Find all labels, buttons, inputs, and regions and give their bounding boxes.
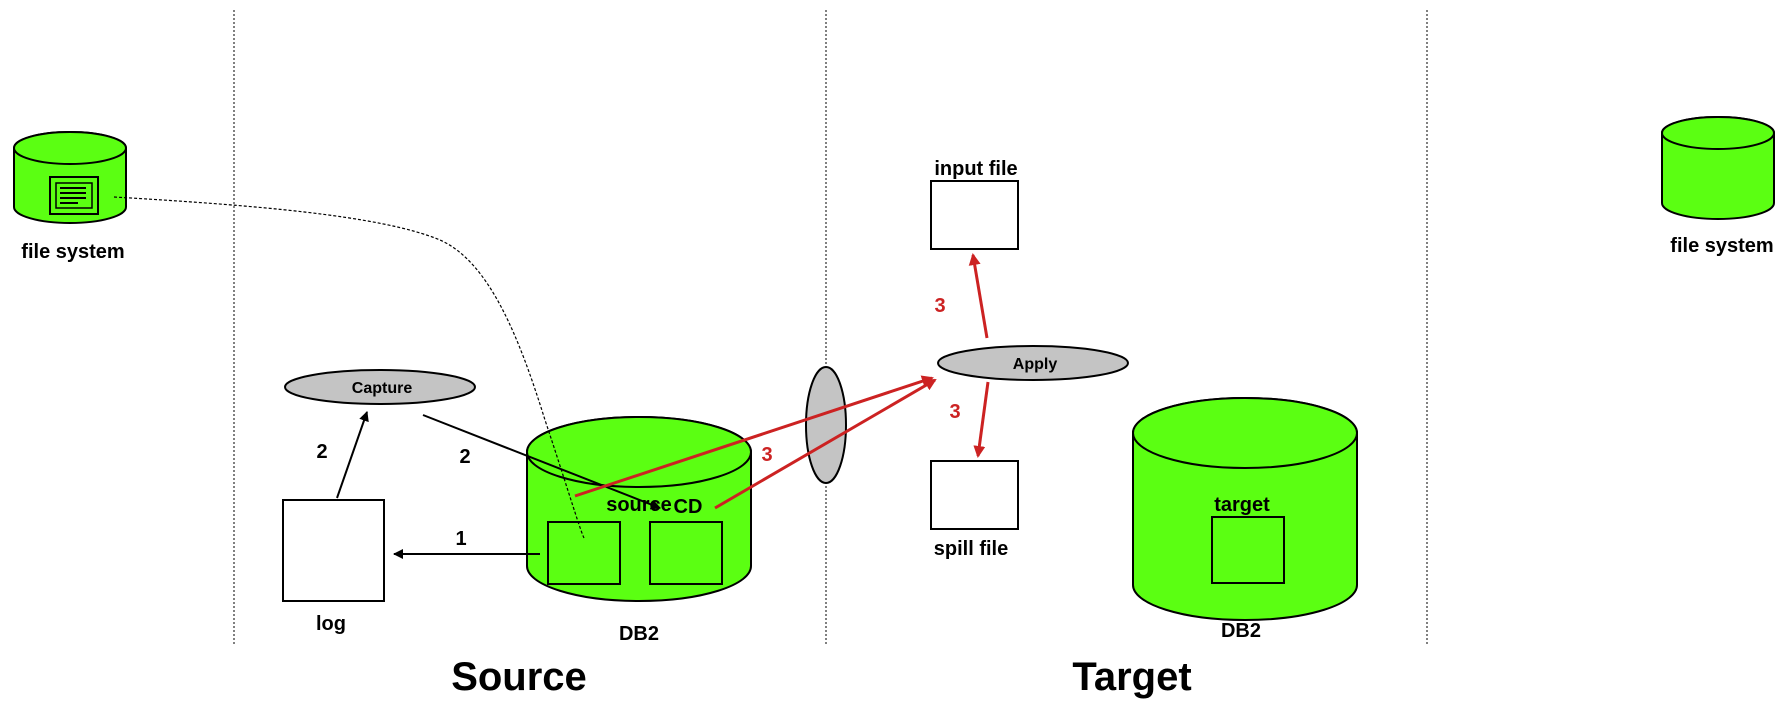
file-system-right-label: file system (1670, 235, 1773, 257)
arrow-source-to-apply (574, 375, 934, 498)
apply-label: Apply (1013, 356, 1058, 373)
cd-table-label: CD (674, 496, 703, 518)
source-table (547, 521, 621, 585)
file-system-right: file system (1661, 116, 1775, 257)
step-label: 3 (761, 444, 772, 466)
network-link (805, 366, 847, 484)
db2-source: source CD DB2 (526, 416, 752, 645)
step-label: 1 (455, 528, 466, 550)
input-file-label: input file (934, 158, 1017, 180)
step-label: 2 (459, 446, 470, 468)
arrow-apply-to-spill (973, 381, 990, 458)
section-title-source: Source (451, 655, 587, 699)
capture-process: Capture (284, 369, 476, 405)
arrow-apply-to-input (968, 253, 989, 339)
file-system-left: file system (13, 131, 127, 263)
target-table (1211, 516, 1285, 584)
file-system-link (113, 196, 585, 539)
arrow-cd-to-apply (714, 378, 937, 510)
arrow-log-to-capture (336, 411, 369, 499)
step-label: 2 (316, 441, 327, 463)
db2-target-label: DB2 (1221, 620, 1261, 642)
target-table-label: target (1214, 494, 1270, 516)
section-title-target: Target (1072, 655, 1191, 699)
apply-process: Apply (937, 345, 1129, 381)
capture-label: Capture (352, 380, 413, 397)
arrow-capture-to-cd (422, 414, 661, 510)
cd-table (649, 521, 723, 585)
source-table-label: source (606, 494, 672, 516)
file-system-left-label: file system (21, 241, 124, 263)
input-file: input file (930, 158, 1019, 250)
log-label: log (316, 613, 346, 635)
document-icon (49, 176, 99, 215)
step-label: 3 (934, 295, 945, 317)
db2-target: target DB2 (1132, 397, 1358, 642)
spill-file: spill file (930, 460, 1019, 560)
step-label: 3 (949, 401, 960, 423)
spill-file-label: spill file (934, 538, 1008, 560)
db2-source-label: DB2 (619, 623, 659, 645)
log-file: log (282, 499, 385, 635)
